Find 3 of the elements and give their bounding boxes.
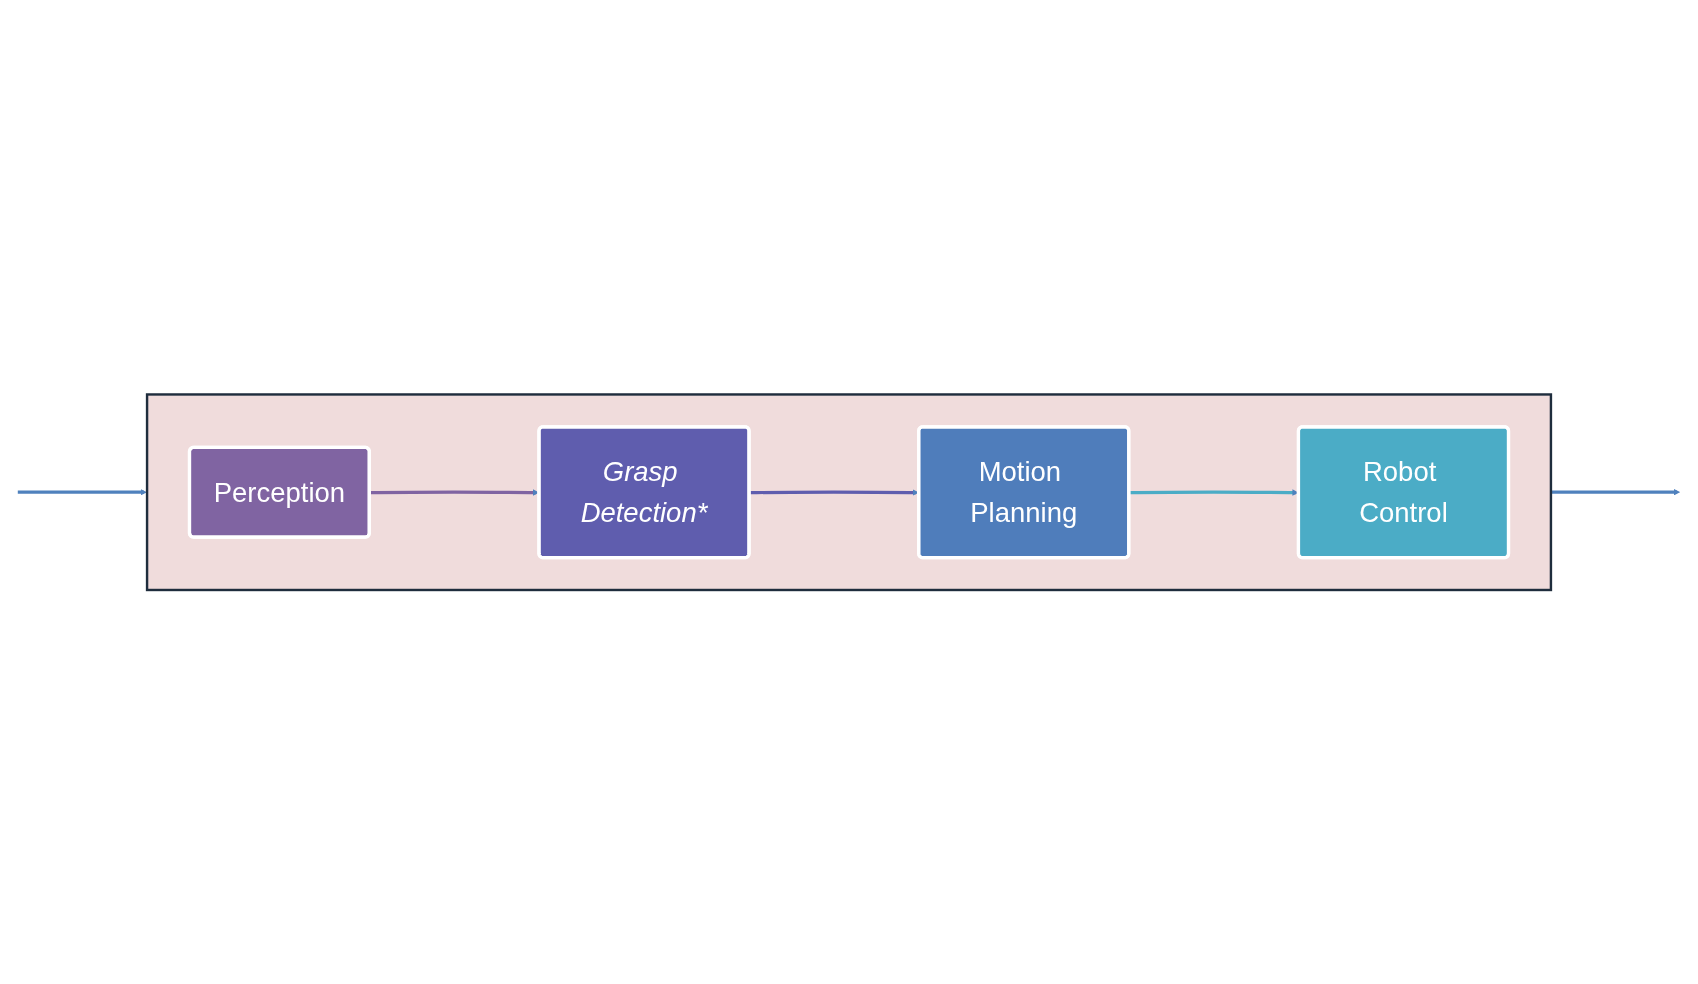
cluster <box>145 393 1553 591</box>
arrow <box>1550 488 1681 496</box>
arrow <box>17 488 148 496</box>
